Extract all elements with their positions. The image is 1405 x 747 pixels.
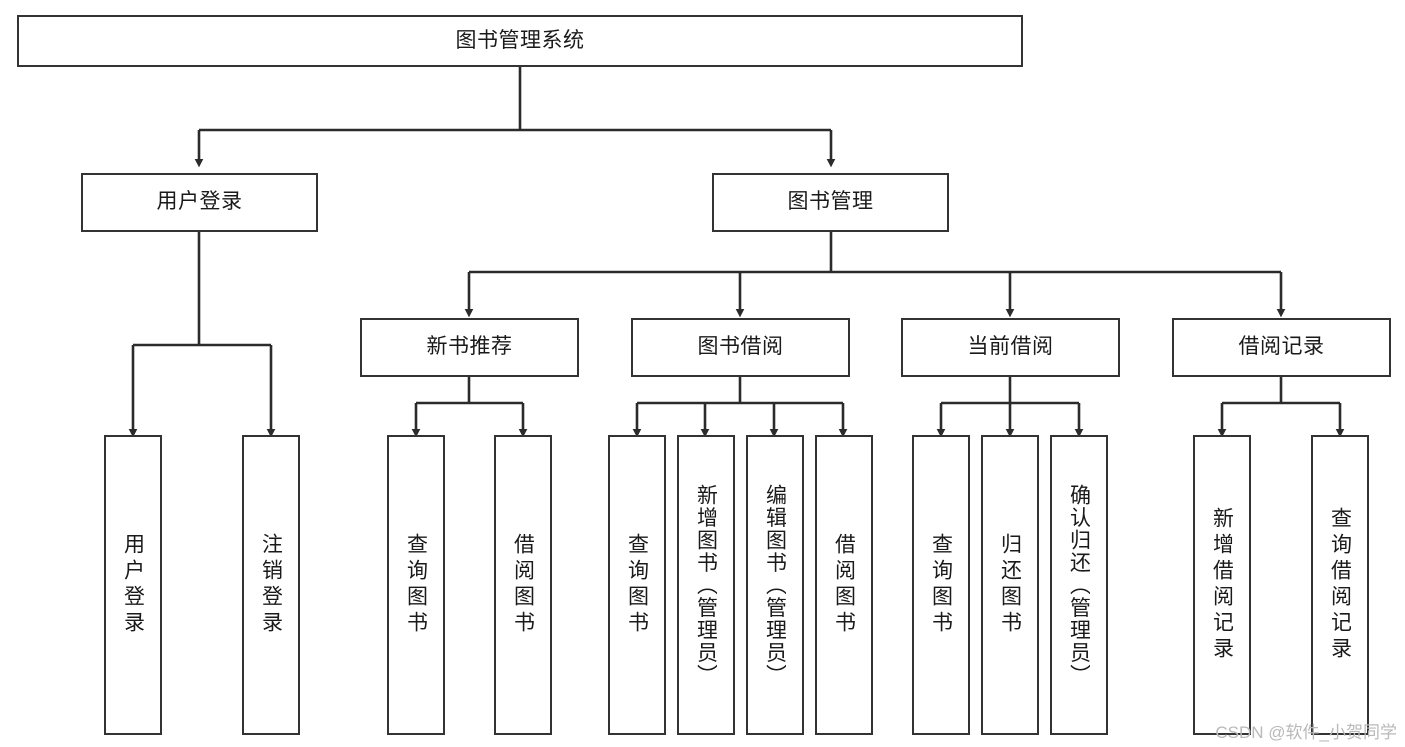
node-label: 当前借阅	[967, 335, 1054, 359]
leaf-recommend-borrow-book[interactable]: 借阅图书	[494, 435, 552, 735]
node-new-book-recommend[interactable]: 新书推荐	[360, 318, 579, 377]
leaf-recommend-query-book[interactable]: 查询图书	[387, 435, 445, 735]
node-label: 用户登录	[156, 190, 243, 214]
node-label: 新增图书（管理员）	[695, 483, 717, 687]
leaf-record-query-record[interactable]: 查询借阅记录	[1311, 435, 1369, 735]
node-label: 新书推荐	[426, 335, 513, 359]
leaf-borrow-borrow-book[interactable]: 借阅图书	[815, 435, 873, 735]
node-label: 图书管理	[787, 190, 874, 214]
node-label: 查询图书	[626, 533, 648, 637]
node-current-borrow[interactable]: 当前借阅	[901, 318, 1120, 377]
node-label: 查询图书	[930, 533, 952, 637]
node-label: 确认归还（管理员）	[1068, 483, 1090, 687]
node-label: 归还图书	[999, 533, 1021, 637]
leaf-borrow-query-book[interactable]: 查询图书	[608, 435, 666, 735]
node-label: 图书管理系统	[455, 28, 585, 52]
leaf-user-login-login[interactable]: 用户登录	[104, 435, 162, 735]
node-label: 借阅记录	[1238, 335, 1325, 359]
node-book-management[interactable]: 图书管理	[712, 173, 949, 232]
node-borrow-record[interactable]: 借阅记录	[1172, 318, 1391, 377]
leaf-current-confirm-return-admin[interactable]: 确认归还（管理员）	[1050, 435, 1108, 735]
node-label: 图书借阅	[697, 335, 784, 359]
leaf-current-return-book[interactable]: 归还图书	[981, 435, 1039, 735]
node-label: 借阅图书	[833, 533, 855, 637]
node-label: 编辑图书（管理员）	[764, 483, 786, 687]
leaf-current-query-book[interactable]: 查询图书	[912, 435, 970, 735]
node-label: 查询借阅记录	[1329, 507, 1351, 663]
node-label: 用户登录	[122, 533, 144, 637]
csdn-watermark: CSDN @软件_小贺同学	[1215, 723, 1397, 742]
leaf-record-add-record[interactable]: 新增借阅记录	[1193, 435, 1251, 735]
leaf-user-login-logout[interactable]: 注销登录	[242, 435, 300, 735]
node-label: 新增借阅记录	[1211, 507, 1233, 663]
node-label: 借阅图书	[512, 533, 534, 637]
node-book-borrow[interactable]: 图书借阅	[631, 318, 850, 377]
node-root-book-management-system[interactable]: 图书管理系统	[17, 15, 1023, 67]
node-label: 注销登录	[260, 533, 282, 637]
node-user-login[interactable]: 用户登录	[81, 173, 318, 232]
leaf-borrow-add-book-admin[interactable]: 新增图书（管理员）	[677, 435, 735, 735]
leaf-borrow-edit-book-admin[interactable]: 编辑图书（管理员）	[746, 435, 804, 735]
node-label: 查询图书	[405, 533, 427, 637]
